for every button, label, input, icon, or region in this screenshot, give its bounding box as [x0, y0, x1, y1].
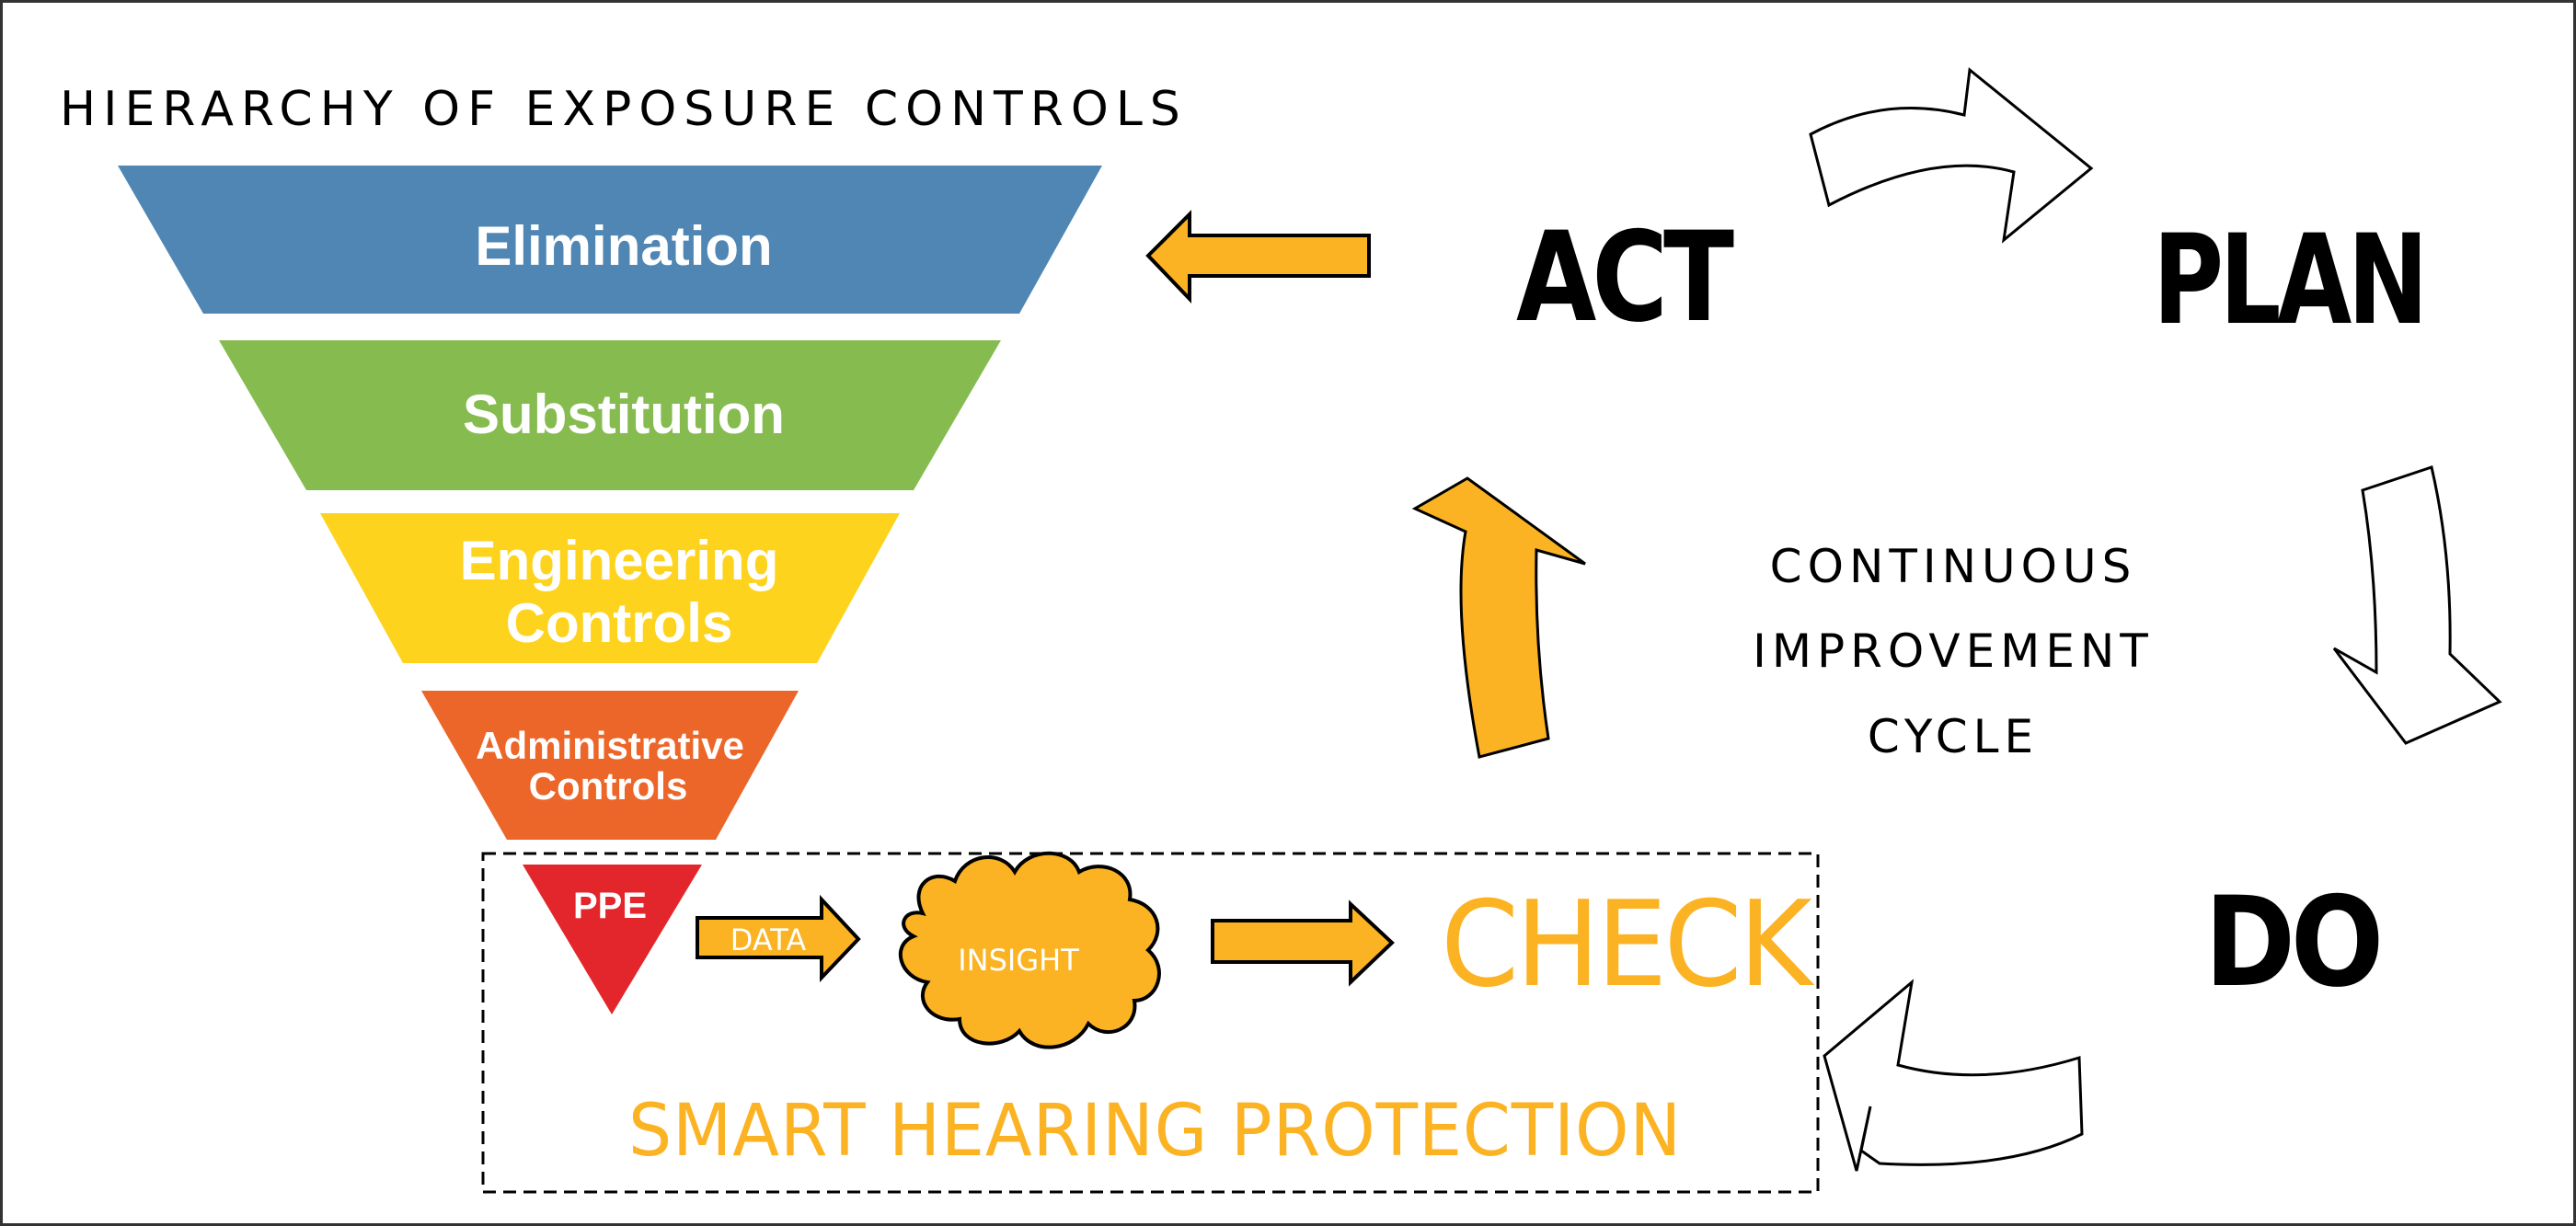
data-arrow-icon — [696, 894, 861, 982]
cycle-line-3: CYCLE — [1868, 710, 2039, 763]
hierarchy-pyramid: Elimination Substitution Engineering Con… — [118, 166, 1102, 1014]
tier-engineering-label-line1: Engineering — [460, 530, 779, 591]
cycle-line-2: IMPROVEMENT — [1753, 624, 2154, 678]
continuous-improvement-cycle: CONTINUOUS IMPROVEMENT CYCLE — [1753, 540, 2154, 763]
check-arrow-icon — [1211, 899, 1395, 987]
diagram-svg: HIERARCHY OF EXPOSURE CONTROLS Eliminati… — [60, 67, 2502, 1194]
do-label: DO — [2204, 870, 2379, 1014]
act-to-plan-arrow-icon — [1809, 67, 2094, 244]
data-label: DATA — [730, 922, 807, 957]
do-to-check-arrow-icon — [1823, 979, 2084, 1172]
tier-substitution-label: Substitution — [463, 384, 785, 445]
tier-ppe-label: PPE — [573, 886, 647, 926]
tier-engineering-controls — [320, 513, 900, 663]
insight-cloud: INSIGHT — [898, 851, 1161, 1049]
tier-substitution — [219, 340, 1001, 490]
act-label: ACT — [1516, 205, 1734, 349]
tier-engineering-label-line2: Controls — [506, 592, 733, 654]
smart-hearing-protection-box — [481, 852, 1820, 1194]
tier-elimination-label: Elimination — [475, 215, 772, 277]
data-arrow: DATA — [696, 894, 861, 982]
plan-to-do-arrow-icon — [2332, 465, 2502, 745]
smart-hearing-protection-caption: SMART HEARING PROTECTION — [628, 1090, 1682, 1173]
plan-label: PLAN — [2153, 208, 2424, 352]
insight-label: INSIGHT — [958, 943, 1079, 978]
tier-administrative-label-line2: Controls — [529, 764, 688, 808]
tier-administrative-label-line1: Administrative — [476, 724, 744, 767]
hierarchy-title: HIERARCHY OF EXPOSURE CONTROLS — [60, 82, 1188, 137]
act-to-hierarchy-arrow-icon — [1145, 210, 1371, 304]
cloud-icon — [898, 851, 1161, 1049]
check-label: CHECK — [1441, 877, 1815, 1014]
tier-administrative-controls — [421, 691, 799, 840]
tier-elimination — [118, 166, 1102, 314]
cycle-line-1: CONTINUOUS — [1770, 540, 2137, 593]
check-to-act-arrow-icon — [1411, 476, 1586, 759]
tier-ppe — [523, 865, 702, 1014]
